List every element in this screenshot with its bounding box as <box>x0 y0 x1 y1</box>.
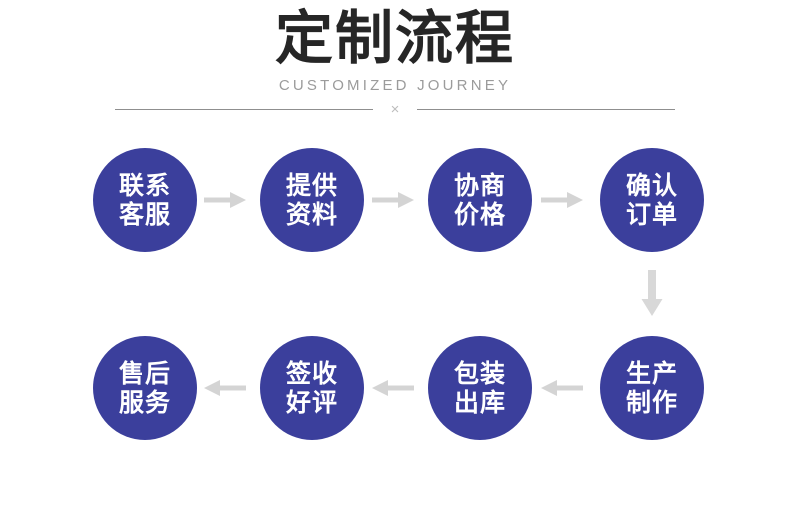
flow-node-label-line2: 资料 <box>285 200 338 229</box>
arrow-down-icon <box>637 270 667 316</box>
bottom-whitespace <box>0 460 790 509</box>
flow-node-label-line1: 协商 <box>453 171 506 200</box>
flow-node-label-line1: 提供 <box>285 171 338 200</box>
flow-node-negotiate-price[interactable]: 协商 价格 <box>428 148 532 252</box>
page-subtitle: CUSTOMIZED JOURNEY <box>278 77 512 94</box>
divider-line-left <box>115 109 373 110</box>
flow-node-contact-service[interactable]: 联系 客服 <box>93 148 197 252</box>
flow-node-label-line1: 确认 <box>625 171 678 200</box>
arrow-right-icon <box>372 188 414 212</box>
flow-node-production[interactable]: 生产 制作 <box>600 336 704 440</box>
title-divider: × <box>115 101 675 119</box>
flow-node-package-shipment[interactable]: 包装 出库 <box>428 336 532 440</box>
flow-node-label-line2: 订单 <box>625 200 678 229</box>
flow-node-label-line1: 包装 <box>453 359 506 388</box>
arrow-left-icon <box>372 376 414 400</box>
flow-node-label-line1: 生产 <box>625 359 678 388</box>
flow-node-confirm-order[interactable]: 确认 订单 <box>600 148 704 252</box>
flow-node-label-line2: 客服 <box>118 200 171 229</box>
page-title: 定制流程 <box>274 4 515 72</box>
flow-node-after-sales[interactable]: 售后 服务 <box>93 336 197 440</box>
flow-node-label-line1: 签收 <box>285 359 338 388</box>
flow-node-label-line2: 出库 <box>453 388 506 417</box>
arrow-left-icon <box>204 376 246 400</box>
flow-node-label-line2: 制作 <box>625 388 678 417</box>
divider-cross-icon: × <box>390 101 400 118</box>
flow-node-label-line2: 服务 <box>118 388 171 417</box>
flow-node-label-line1: 售后 <box>118 359 171 388</box>
arrow-right-icon <box>541 188 583 212</box>
flow-node-label-line2: 价格 <box>453 200 506 229</box>
arrow-left-icon <box>541 376 583 400</box>
flow-node-label-line1: 联系 <box>118 171 171 200</box>
page-header: 定制流程 CUSTOMIZED JOURNEY × <box>0 0 790 130</box>
process-flow: 联系 客服 提供 资料 协商 价格 <box>0 130 790 509</box>
flow-node-sign-review[interactable]: 签收 好评 <box>260 336 364 440</box>
flow-node-label-line2: 好评 <box>285 388 338 417</box>
flow-node-provide-material[interactable]: 提供 资料 <box>260 148 364 252</box>
arrow-right-icon <box>204 188 246 212</box>
divider-line-right <box>417 109 675 110</box>
